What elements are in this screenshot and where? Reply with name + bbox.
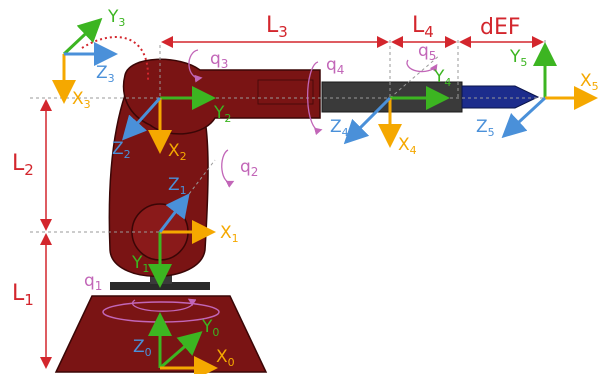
frame-1-z-label: Z1	[168, 175, 187, 197]
frame-4-x-label: X4	[398, 135, 417, 157]
shoulder-link	[122, 58, 321, 135]
frame-0	[148, 312, 218, 374]
joint-q3-arc	[188, 49, 203, 83]
joint-q1-arc	[131, 298, 197, 312]
frame-4	[343, 86, 450, 148]
frame-2	[121, 86, 216, 154]
joint-q4-label: q4	[326, 55, 344, 77]
shoulder-panel	[257, 79, 314, 105]
frame-0-z-label: Z0	[133, 337, 152, 359]
frame-2-z-label: Z2	[112, 139, 131, 161]
frame-2-y-label: Y2	[213, 103, 231, 125]
dim-dEF-label: dEF	[480, 15, 521, 40]
frame-0-x-label: X0	[216, 347, 235, 369]
frame-3-y-label: Y3	[107, 7, 125, 29]
joint-q5-arc	[406, 59, 438, 73]
dim-L3-label: L3	[266, 13, 288, 41]
frame-1-y-label: Y1	[131, 253, 149, 275]
frame-3-x-label: X3	[72, 89, 91, 111]
joint-q2-label: q2	[240, 157, 258, 179]
frame-5-x-label: X5	[580, 71, 599, 93]
frame-3-z-label: Z3	[96, 63, 115, 85]
frame-1-x-label: X1	[220, 223, 239, 245]
dim-L1-label: L1	[12, 281, 34, 309]
dim-L2-label: L2	[12, 151, 34, 179]
joint-q1-label: q1	[84, 271, 102, 293]
joint-q2-arc	[221, 149, 235, 188]
joint-q4-arc	[306, 61, 323, 136]
frame-3	[52, 17, 118, 104]
frame-0-y-label: Y0	[201, 317, 219, 339]
joint-q3-label: q3	[210, 49, 228, 71]
gripper	[461, 85, 540, 109]
frame-5-z-label: Z5	[476, 117, 495, 139]
frame-4-z-label: Z4	[330, 117, 349, 139]
dim-L4-label: L4	[412, 13, 434, 41]
frame-5-y-label: Y5	[509, 47, 527, 69]
frame-4-y-label: Y4	[433, 67, 451, 89]
frame-1	[148, 193, 216, 288]
frame-2-x-label: X2	[168, 141, 187, 163]
frame-5	[501, 42, 598, 139]
joint-q5-label: q5	[418, 41, 436, 63]
